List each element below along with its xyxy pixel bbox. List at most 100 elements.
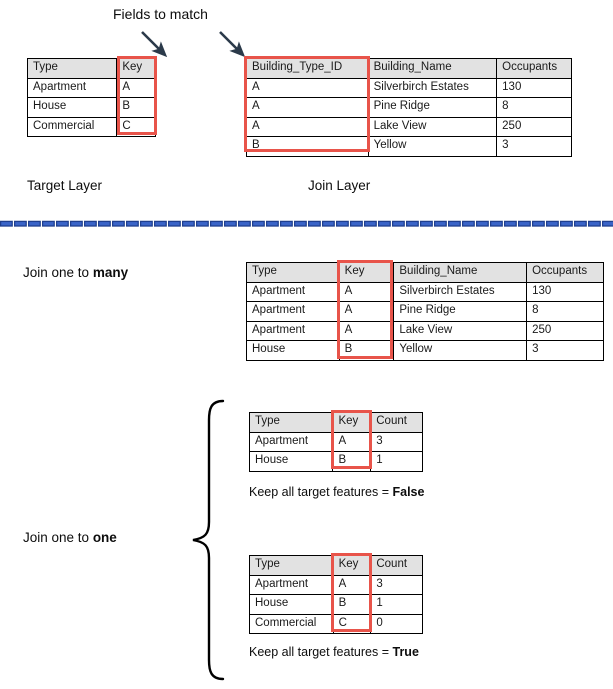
- table-cell: Apartment: [246, 320, 340, 341]
- join-one-to-one-prefix: Join one to: [23, 530, 93, 545]
- table-cell: Pine Ridge: [367, 97, 498, 118]
- column-header: Occupants: [526, 262, 604, 283]
- join-one-to-many-emphasis: many: [92, 265, 129, 280]
- table-cell: 3: [370, 431, 423, 452]
- keep-all-target-features-false-caption: Keep all target features = False: [249, 485, 424, 499]
- table-row: B Yellow 3: [246, 136, 572, 157]
- table-row: A Pine Ridge 8: [246, 97, 572, 118]
- join-layer-table: Building_Type_ID Building_Name Occupants…: [246, 58, 572, 157]
- table-cell: Yellow: [393, 340, 528, 361]
- table-row: Apartment A Pine Ridge 8: [246, 301, 604, 322]
- table-header-row: Type Key Building_Name Occupants: [246, 262, 604, 283]
- table-cell: A: [116, 77, 156, 98]
- table-row: Apartment A Lake View 250: [246, 320, 604, 341]
- table-row: House B 1: [249, 594, 423, 615]
- table-cell: Apartment: [246, 301, 340, 322]
- table-cell: 250: [496, 116, 572, 137]
- join-one-to-one-brace: [192, 399, 225, 681]
- table-cell: Apartment: [26, 77, 118, 98]
- table-cell: A: [332, 431, 372, 452]
- table-cell: House: [248, 451, 334, 472]
- table-cell: 3: [496, 136, 572, 157]
- table-cell: 130: [496, 77, 572, 98]
- table-cell: A: [332, 574, 372, 595]
- column-header: Type: [26, 58, 118, 79]
- table-cell: 0: [370, 613, 423, 634]
- column-header: Occupants: [496, 58, 572, 79]
- table-cell: C: [332, 613, 372, 634]
- table-cell: 130: [526, 281, 604, 302]
- table-cell: A: [246, 116, 369, 137]
- column-header: Count: [370, 412, 423, 433]
- join-one-to-one-emphasis: one: [92, 530, 117, 545]
- table-cell: A: [246, 77, 369, 98]
- fields-to-match-label: Fields to match: [113, 6, 208, 22]
- table-cell: B: [332, 594, 372, 615]
- table-cell: 250: [526, 320, 604, 341]
- column-header: Building_Name: [367, 58, 498, 79]
- table-header-row: Type Key Count: [248, 412, 423, 433]
- table-cell: B: [338, 340, 395, 361]
- join-one-to-one-label: Join one to one: [23, 530, 117, 546]
- target-layer-label: Target Layer: [27, 178, 103, 193]
- table-cell: B: [116, 97, 156, 118]
- section-divider: [0, 219, 613, 229]
- table-row: A Lake View 250: [246, 116, 572, 137]
- table-row: Apartment A 3: [249, 574, 423, 595]
- table-cell: Lake View: [393, 320, 528, 341]
- table-cell: Apartment: [248, 431, 334, 452]
- column-header: Key: [332, 555, 372, 576]
- column-header: Key: [338, 262, 395, 283]
- target-layer-table: Type Key Apartment A House B Commercial …: [26, 58, 156, 137]
- join-layer-label: Join Layer: [308, 178, 371, 193]
- table-cell: Silverbirch Estates: [367, 77, 498, 98]
- column-header: Count: [370, 555, 423, 576]
- table-cell: 8: [526, 301, 604, 322]
- table-cell: Lake View: [367, 116, 498, 137]
- column-header: Type: [249, 555, 334, 576]
- column-header: Key: [116, 58, 156, 79]
- column-header: Key: [332, 412, 372, 433]
- table-row: House B Yellow 3: [246, 340, 604, 361]
- table-row: Commercial C: [26, 116, 156, 137]
- one-to-one-true-table: Type Key Count Apartment A 3 House B 1 C…: [249, 555, 423, 634]
- table-cell: C: [116, 116, 156, 137]
- table-row: Apartment A: [26, 77, 156, 98]
- table-cell: Yellow: [367, 136, 498, 157]
- column-header: Type: [248, 412, 334, 433]
- table-cell: A: [338, 281, 395, 302]
- keep-false-prefix: Keep all target features =: [249, 485, 393, 499]
- table-row: Apartment A Silverbirch Estates 130: [246, 281, 604, 302]
- table-row: Commercial C 0: [249, 613, 423, 634]
- keep-false-value: False: [392, 485, 425, 499]
- table-cell: A: [246, 97, 369, 118]
- arrow-to-join-key-icon: [219, 31, 246, 58]
- one-to-many-result-table: Type Key Building_Name Occupants Apartme…: [246, 262, 604, 361]
- table-row: House B 1: [248, 451, 423, 472]
- table-header-row: Type Key Count: [249, 555, 423, 576]
- table-cell: Apartment: [249, 574, 334, 595]
- table-row: House B: [26, 97, 156, 118]
- table-cell: 3: [526, 340, 604, 361]
- table-cell: A: [338, 301, 395, 322]
- column-header: Type: [246, 262, 340, 283]
- table-cell: House: [26, 97, 118, 118]
- one-to-one-false-table: Type Key Count Apartment A 3 House B 1: [248, 412, 423, 472]
- join-one-to-many-prefix: Join one to: [23, 265, 93, 280]
- table-row: Apartment A 3: [248, 431, 423, 452]
- keep-true-prefix: Keep all target features =: [249, 645, 393, 659]
- table-cell: Commercial: [26, 116, 118, 137]
- table-cell: House: [249, 594, 334, 615]
- column-header: Building_Name: [393, 262, 528, 283]
- table-cell: House: [246, 340, 340, 361]
- table-cell: 8: [496, 97, 572, 118]
- table-cell: B: [246, 136, 369, 157]
- table-cell: 1: [370, 594, 423, 615]
- table-cell: Apartment: [246, 281, 340, 302]
- table-cell: 3: [370, 574, 423, 595]
- column-header: Building_Type_ID: [246, 58, 369, 79]
- table-cell: Commercial: [249, 613, 334, 634]
- table-cell: 1: [370, 451, 423, 472]
- table-cell: B: [332, 451, 372, 472]
- table-row: A Silverbirch Estates 130: [246, 77, 572, 98]
